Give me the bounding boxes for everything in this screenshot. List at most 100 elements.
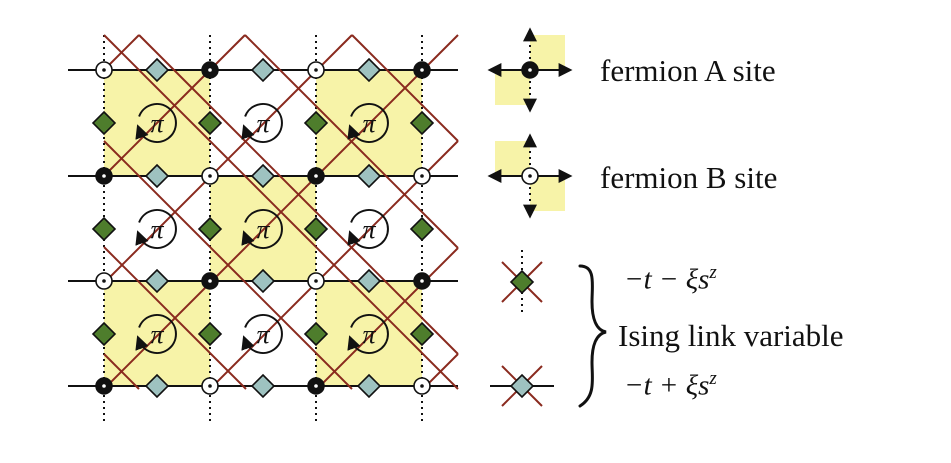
sites [95, 61, 431, 395]
link-diamond-green [91, 321, 117, 347]
site-b-dot [208, 174, 212, 178]
vertical-bonds [103, 35, 423, 424]
ising-link-line [315, 247, 459, 391]
link-diamond-green [91, 110, 117, 136]
link-diamond-green [91, 216, 117, 242]
site-b-dot [420, 174, 424, 178]
coupling-plus-sup: z [709, 368, 717, 389]
fermion-b-site [95, 272, 113, 290]
site-a-dot [420, 279, 424, 283]
fermion-b-site [413, 377, 431, 395]
pi-flux: π [347, 314, 389, 354]
fermion-b-site [307, 61, 325, 79]
site-b-dot [208, 384, 212, 388]
pi-flux: π [135, 314, 177, 354]
flux-arrow [347, 209, 389, 249]
link-diamond-green [409, 110, 435, 136]
fermion-b-site [307, 272, 325, 290]
link-diamond-cyan [356, 57, 382, 83]
site-a-dot [314, 384, 318, 388]
flux-arrow [241, 209, 283, 249]
link-diamond-cyan [250, 57, 276, 83]
fermion-b-site [201, 167, 219, 185]
link-diamond-cyan [144, 373, 170, 399]
coupling-minus-label: −t − ξsz [624, 262, 717, 297]
fermion-a-label: fermion A site [600, 53, 776, 88]
site-b-dot [420, 384, 424, 388]
flux-plaquettes: π π π π π π π π π [135, 103, 389, 354]
coupling-plus-text: −t + ξs [624, 369, 710, 402]
fermion-a-site [95, 167, 113, 185]
site-b-dot [528, 174, 532, 178]
link-diamond-cyan [144, 268, 170, 294]
link-diamond-green [303, 216, 329, 242]
link-diamond-green [303, 321, 329, 347]
link-diamond-cyan [144, 57, 170, 83]
link-diamond-cyan [356, 373, 382, 399]
fermion-b-label: fermion B site [600, 160, 778, 195]
fermion-a-site [95, 377, 113, 395]
fermion-b-site [413, 167, 431, 185]
fermion-a-site [201, 61, 219, 79]
site-a-dot [102, 384, 106, 388]
flux-symbol: π [362, 320, 376, 349]
ising-link-line [103, 34, 459, 390]
flux-arrow [135, 314, 177, 354]
pi-flux: π [241, 209, 283, 249]
fermion-a-site [201, 272, 219, 290]
flux-symbol: π [150, 215, 164, 244]
link-diamond-cyan [356, 163, 382, 189]
link-diamond-green [409, 321, 435, 347]
coupling-minus-sup: z [709, 262, 717, 283]
pi-flux: π [347, 209, 389, 249]
fermion-a-site [307, 377, 325, 395]
legend [487, 27, 607, 408]
flux-symbol: π [150, 109, 164, 138]
link-diamond-green [197, 321, 223, 347]
curly-brace [578, 264, 607, 408]
link-diamond-cyan [250, 373, 276, 399]
ising-link-label: Ising link variable [618, 318, 844, 353]
link-diamond-cyan [250, 163, 276, 189]
pi-flux: π [135, 103, 177, 143]
flux-symbol: π [362, 109, 376, 138]
link-diamond-cyan [250, 268, 276, 294]
site-a-dot [208, 279, 212, 283]
pi-flux: π [241, 103, 283, 143]
legend-vertical-link [501, 250, 543, 314]
coupling-minus-text: −t − ξs [624, 263, 710, 296]
site-a-dot [208, 68, 212, 72]
link-diamond-cyan [356, 268, 382, 294]
flux-arrow [347, 103, 389, 143]
flux-arrow [135, 209, 177, 249]
coupling-plus-label: −t + ξsz [624, 368, 717, 403]
fermion-a-site [413, 272, 431, 290]
link-diamond-green [197, 110, 223, 136]
legend-diamond-cyan [509, 373, 535, 399]
flux-symbol: π [150, 320, 164, 349]
site-a-dot [102, 174, 106, 178]
legend-fermion-b [487, 133, 573, 219]
flux-arrow [241, 314, 283, 354]
site-b-dot [314, 68, 318, 72]
legend-diamond-green [509, 269, 535, 295]
link-diamond-cyan [144, 163, 170, 189]
link-diamond-green [303, 110, 329, 136]
site-a-dot [314, 174, 318, 178]
legend-horizontal-link [490, 365, 554, 407]
flux-arrow [135, 103, 177, 143]
pi-flux: π [241, 314, 283, 354]
site-a-dot [420, 68, 424, 72]
fermion-b-site [521, 167, 539, 185]
legend-fermion-a [487, 27, 573, 113]
flux-symbol: π [256, 109, 270, 138]
link-diamond-green [409, 216, 435, 242]
site-b-dot [314, 279, 318, 283]
flux-arrow [241, 103, 283, 143]
ising-link-line [103, 34, 246, 177]
ising-link-line [103, 353, 140, 390]
site-a-dot [528, 68, 532, 72]
site-b-dot [102, 68, 106, 72]
